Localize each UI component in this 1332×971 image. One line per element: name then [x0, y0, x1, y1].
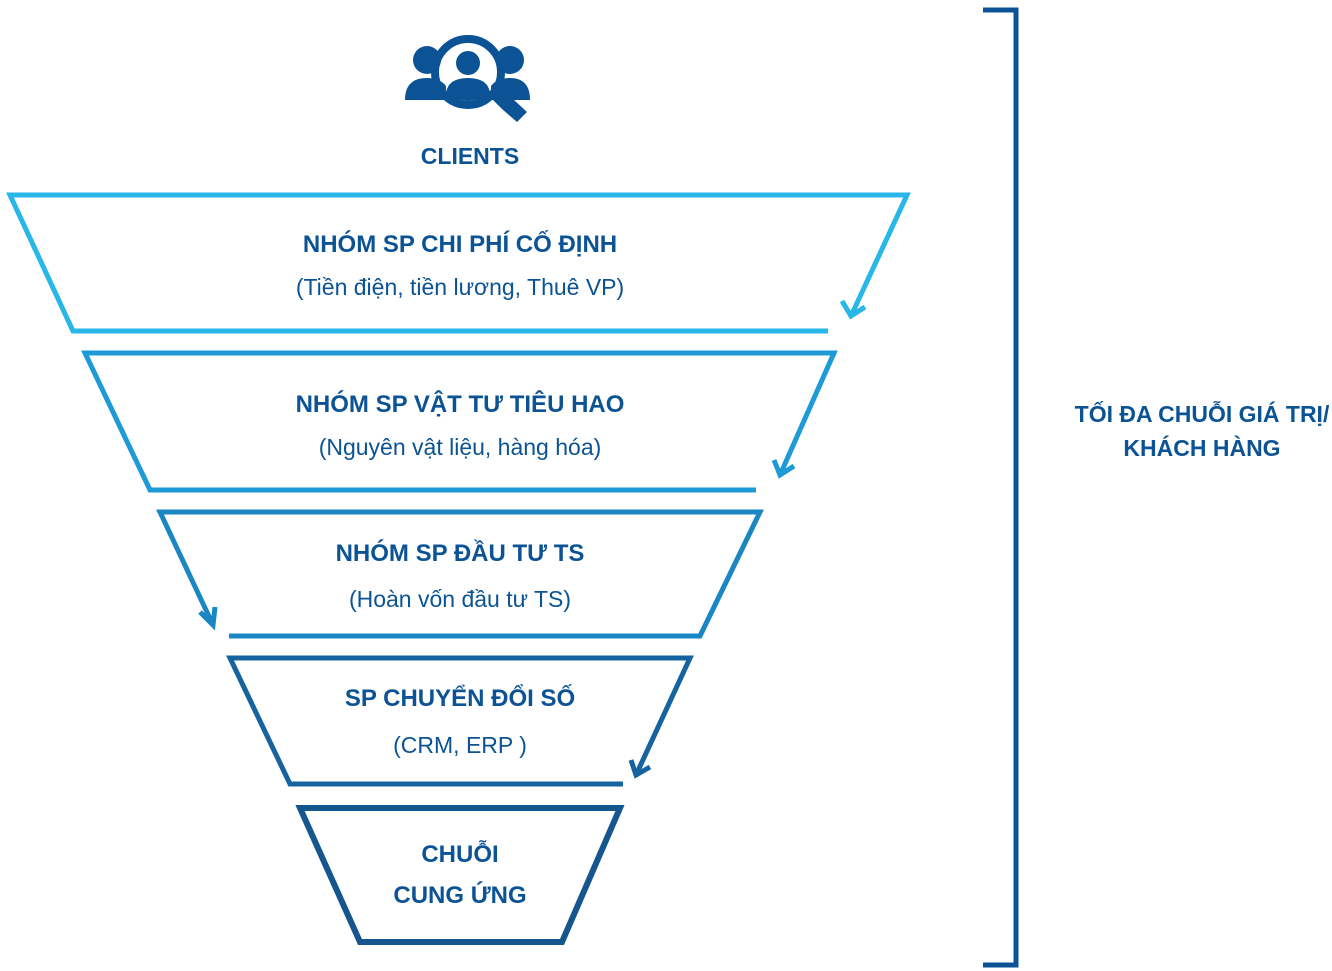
level-2-title: NHÓM SP VẬT TƯ TIÊU HAO	[295, 391, 625, 418]
funnel-level-2	[81, 350, 838, 493]
level-3-subtitle: (Hoàn vốn đầu tư TS)	[348, 586, 572, 612]
level-4-title: SP CHUYỂN ĐỔI SỐ	[344, 685, 576, 712]
value-chain-label: TỐI ĐA CHUỖI GIÁ TRỊ/ KHÁCH HÀNG	[1074, 401, 1330, 461]
funnel-level-5	[295, 805, 625, 945]
level-4-subtitle: (CRM, ERP )	[393, 732, 527, 758]
level-5-title-line2: CUNG ỨNG	[393, 882, 527, 909]
user-search-icon	[405, 35, 530, 122]
level-5-title-line1: CHUỖI	[421, 841, 499, 868]
funnel-level-3	[156, 509, 764, 639]
level-2-subtitle: (Nguyên vật liệu, hàng hóa)	[318, 434, 602, 460]
funnel-level-1	[6, 192, 911, 334]
funnel-level-4	[226, 655, 694, 787]
clients-label: CLIENTS	[420, 143, 520, 169]
level-1-title: NHÓM SP CHI PHÍ CỐ ĐỊNH	[302, 231, 618, 258]
level-1-subtitle: (Tiền điện, tiền lương, Thuê VP)	[295, 274, 625, 300]
level-3-title: NHÓM SP ĐẦU TƯ TS	[335, 540, 585, 567]
bracket	[983, 7, 1019, 968]
